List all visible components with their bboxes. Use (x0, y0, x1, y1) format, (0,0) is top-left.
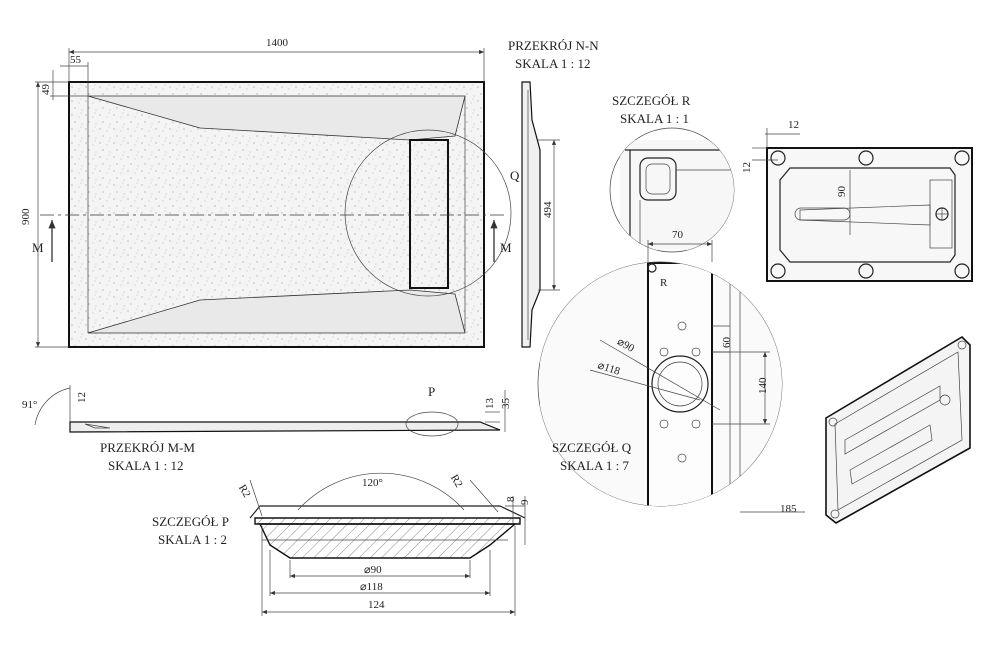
section-mm-dim-13: 13 (484, 398, 496, 410)
detail-p-ellipse (405, 411, 459, 437)
detail-q-dim-60: 60 (721, 337, 733, 349)
section-mm-profile (69, 421, 501, 433)
iso-outline (825, 335, 971, 524)
section-mm-dim-12: 12 (76, 392, 88, 403)
bottom-view-dim-90: 90 (836, 186, 848, 198)
detail-p-radius-left: R2 (236, 483, 253, 500)
detail-p-grate (254, 517, 521, 525)
section-mm-dim-35: 35 (500, 398, 512, 410)
detail-q-dim-140: 140 (757, 377, 769, 394)
detail-q-title: SZCZEGÓŁ Q (552, 440, 632, 455)
detail-q-scale: SKALA 1 : 7 (560, 458, 629, 473)
detail-p-body (258, 523, 517, 559)
bottom-view-dim-12-top: 12 (788, 119, 799, 131)
detail-q: R 70 60 140 185 ⌀90 ⌀118 SZCZEGÓŁ Q SKAL… (537, 229, 805, 515)
isometric-view (825, 335, 971, 524)
detail-q-mark: Q (510, 168, 520, 183)
detail-p-dia-118: ⌀118 (360, 581, 383, 593)
detail-q-dim-70: 70 (672, 229, 684, 241)
section-nn: PRZEKRÓJ N-N SKALA 1 : 12 494 (508, 38, 599, 348)
section-mm-scale: SKALA 1 : 12 (108, 458, 183, 473)
dim-width: 1400 (266, 37, 289, 49)
dim-height: 900 (20, 208, 32, 225)
detail-p-radius-right: R2 (448, 473, 465, 490)
drain-channel (409, 139, 449, 289)
bottom-view-dim-12-side: 12 (741, 162, 753, 173)
main-top-view: Q M M 1400 55 900 49 (20, 37, 520, 348)
section-mark-right: M (500, 240, 512, 255)
section-mm-title: PRZEKRÓJ M-M (100, 440, 195, 455)
tray-lower-slope (87, 289, 466, 334)
detail-p-title: SZCZEGÓŁ P (152, 514, 229, 529)
section-mm-angle: 91° (22, 399, 37, 411)
detail-p-dim-9: 9 (519, 499, 531, 505)
detail-q-circle (344, 129, 512, 297)
section-nn-dim-494: 494 (542, 201, 554, 218)
detail-p: 120° R2 R2 8 9 ⌀90 ⌀118 124 SZCZEGÓŁ P S… (152, 473, 531, 616)
detail-p-dia-90: ⌀90 (364, 564, 382, 576)
detail-q-drain-body (647, 262, 713, 506)
dim-edge-x: 55 (70, 54, 82, 66)
tray-upper-slope (87, 95, 466, 141)
detail-p-scale: SKALA 1 : 2 (158, 532, 227, 547)
dim-edge-y: 49 (40, 84, 52, 96)
detail-q-dim-185: 185 (780, 503, 797, 515)
section-nn-scale: SKALA 1 : 12 (515, 56, 590, 71)
detail-p-dim-124: 124 (368, 599, 385, 611)
bottom-view-outline (766, 147, 973, 282)
section-mm-detail-p-mark: P (428, 384, 435, 399)
section-nn-title: PRZEKRÓJ N-N (508, 38, 599, 53)
detail-p-dim-8: 8 (505, 496, 517, 502)
detail-r-scale: SKALA 1 : 1 (620, 111, 689, 126)
detail-r: SZCZEGÓŁ R SKALA 1 : 1 (609, 93, 735, 253)
section-mm: P 91° 12 13 35 PRZEKRÓJ M-M SKALA 1 : 12 (22, 384, 512, 473)
bottom-view: 12 12 90 (741, 119, 973, 282)
detail-q-mark-r: R (660, 277, 668, 289)
detail-r-title: SZCZEGÓŁ R (612, 93, 691, 108)
section-nn-profile (521, 81, 541, 348)
detail-p-angle: 120° (362, 477, 383, 489)
